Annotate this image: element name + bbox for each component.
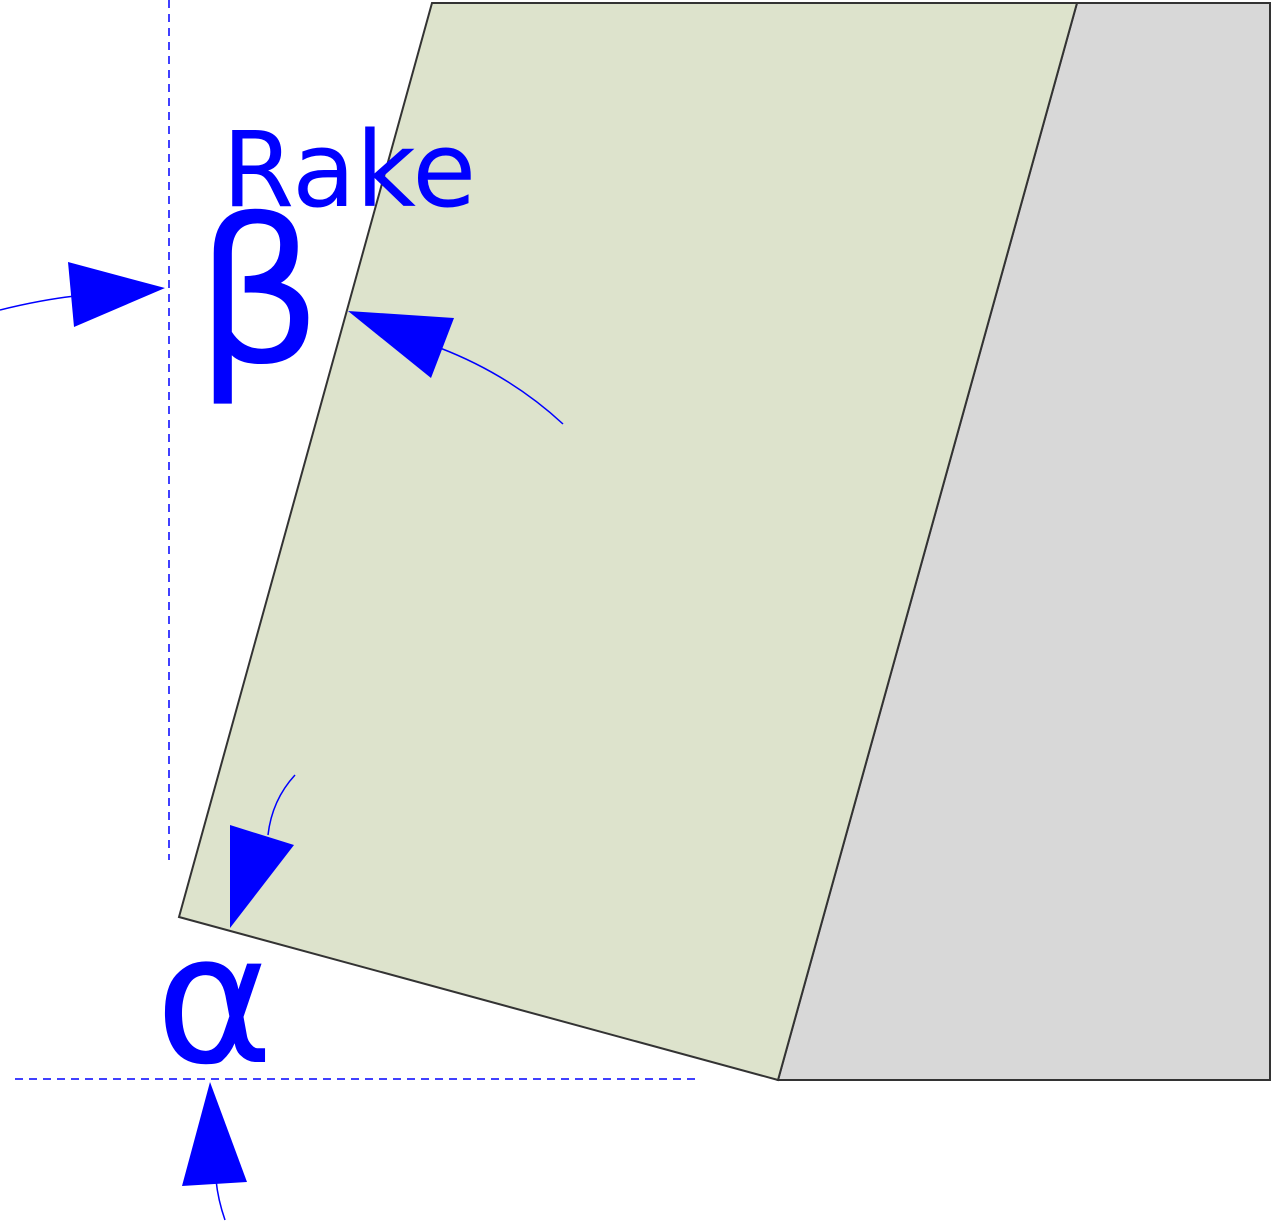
rake-label: Rake <box>222 109 476 231</box>
alpha-bottom-arrowhead <box>182 1082 247 1186</box>
alpha-label: α <box>155 896 274 1105</box>
alpha-bottom-arrow-curve <box>215 1179 226 1221</box>
beta-right-arrow-curve <box>439 347 564 425</box>
beta-right-arrowhead <box>348 311 454 378</box>
beta-label: β <box>195 177 323 410</box>
beta-left-arrow-curve <box>0 295 76 311</box>
tool-face <box>177 2 1079 1082</box>
alpha-top-arrow-curve <box>267 774 296 836</box>
alpha-top-arrowhead <box>230 825 294 928</box>
beta-left-arrowhead <box>68 262 165 327</box>
